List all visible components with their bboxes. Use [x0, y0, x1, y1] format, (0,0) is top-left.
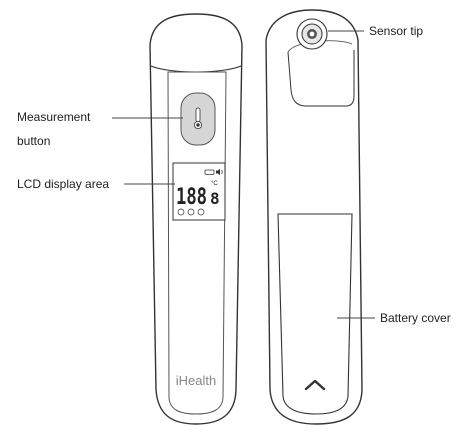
sensor-tip — [296, 18, 328, 50]
lcd-display-label: LCD display area — [17, 177, 110, 191]
speaker-icon — [216, 168, 223, 176]
sensor-tip-label: Sensor tip — [369, 24, 424, 38]
back-head-ridge — [287, 50, 355, 107]
battery-cover-chevron-icon — [304, 379, 326, 391]
battery-cover[interactable] — [277, 213, 353, 415]
measurement-button-label-line1: Measurement — [17, 110, 91, 124]
front-view: 188 °C 8 iHealth — [149, 13, 243, 425]
measurement-button-label-line2: button — [17, 134, 51, 148]
battery-cover-label: Battery cover — [380, 311, 451, 325]
front-face-panel — [167, 71, 227, 415]
battery-icon — [204, 169, 215, 175]
back-view — [265, 9, 363, 425]
lcd-decimal-digit: 8 — [210, 189, 220, 208]
mood-faces-icon — [177, 208, 205, 216]
lcd-unit: °C — [211, 181, 218, 187]
callout-lines — [112, 30, 375, 319]
thermometer-icon — [193, 107, 202, 130]
brand-logo: iHealth — [176, 373, 216, 388]
lcd-digits: 188 — [176, 185, 207, 210]
